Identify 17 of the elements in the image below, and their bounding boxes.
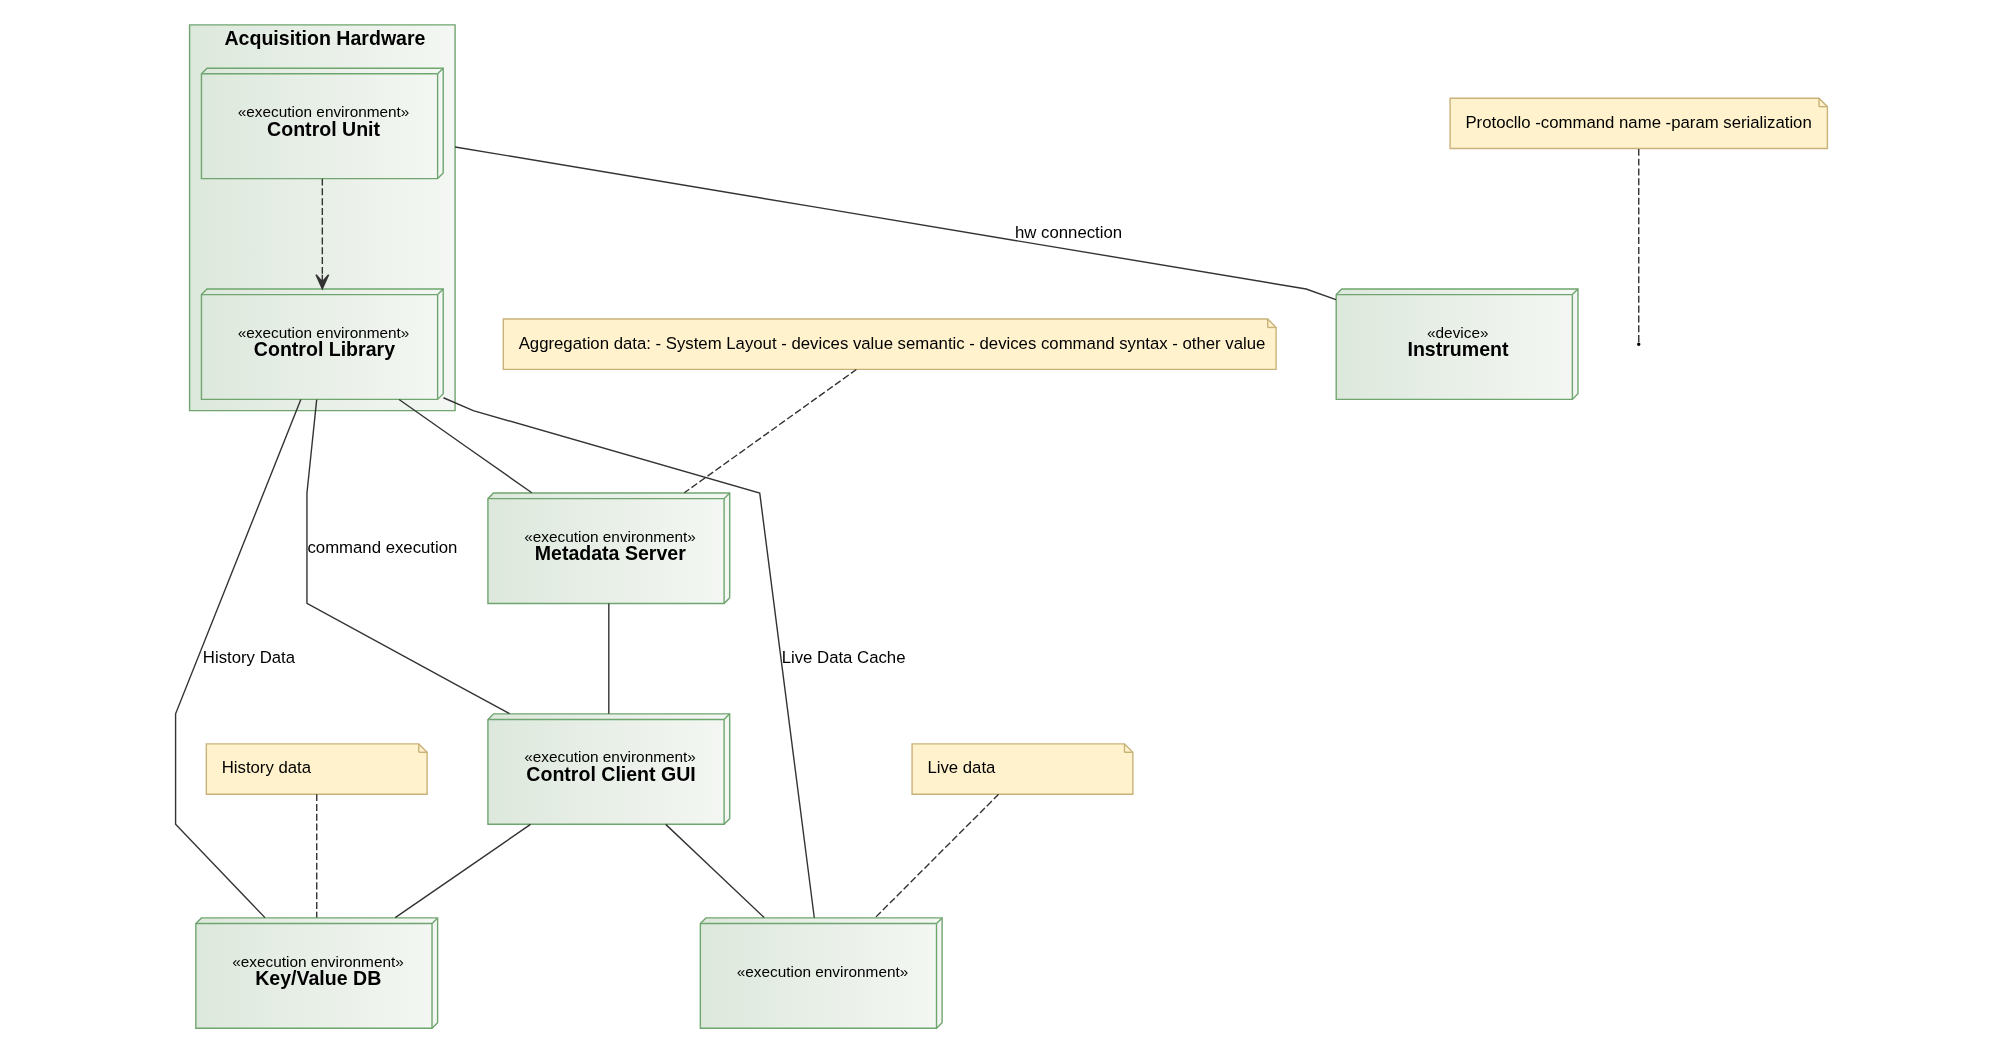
- connector: [315, 793, 317, 919]
- edge-label: History Data: [202, 647, 295, 667]
- connector: [397, 398, 533, 494]
- connector: [174, 398, 302, 919]
- arrow: [314, 178, 329, 290]
- connector: [683, 368, 857, 494]
- edge-label: Live Data Cache: [781, 647, 906, 667]
- connector: [664, 823, 765, 919]
- connector: [394, 823, 531, 919]
- connector: [874, 793, 999, 919]
- connector: [1637, 148, 1639, 344]
- connector: [442, 397, 815, 919]
- edge-label: command execution: [306, 537, 457, 557]
- connector: [453, 146, 1337, 301]
- connector: [607, 602, 609, 715]
- connector: [305, 399, 510, 715]
- edge-label: hw connection: [1014, 223, 1122, 243]
